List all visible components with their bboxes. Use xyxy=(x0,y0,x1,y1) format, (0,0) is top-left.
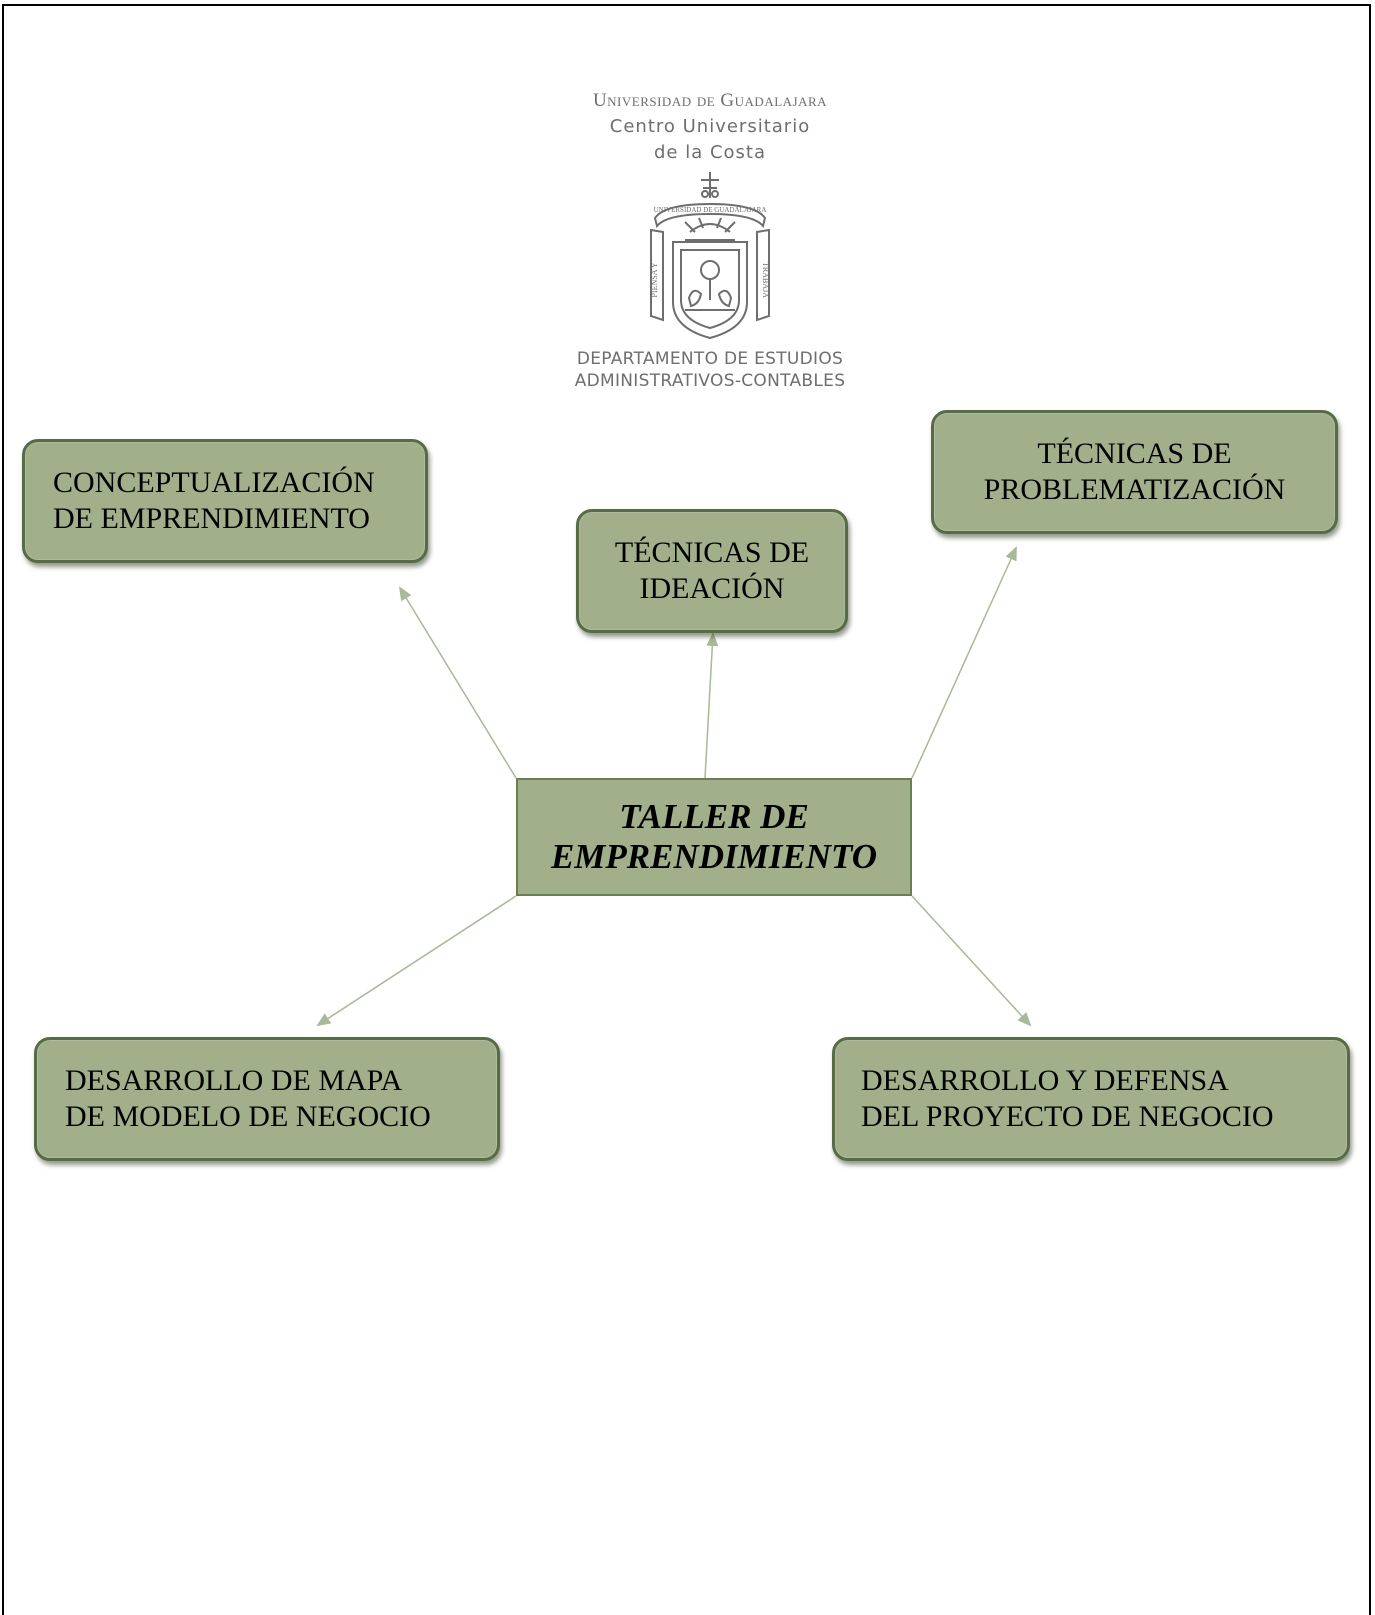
node-problematizacion-label: TÉCNICAS DE PROBLEMATIZACIÓN xyxy=(983,437,1286,506)
arrow-to-mapa-modelo xyxy=(316,895,517,1027)
university-logo: Universidad de Guadalajara Centro Univer… xyxy=(550,88,870,392)
logo-department-line1: DEPARTAMENTO DE ESTUDIOS xyxy=(576,349,844,369)
logo-university-name: Universidad de Guadalajara xyxy=(592,90,828,111)
node-mapa-modelo-label: DESARROLLO DE MAPA DE MODELO DE NEGOCIO xyxy=(65,1064,431,1133)
page-border xyxy=(2,4,1371,1615)
arrow-to-defensa-proyecto xyxy=(911,895,1032,1027)
node-ideacion-label: TÉCNICAS DE IDEACIÓN xyxy=(614,536,810,605)
seal-top-text: UNIVERSIDAD DE GUADALAJARA xyxy=(654,206,767,214)
seal-left-text: PIENSA Y xyxy=(650,262,659,297)
arrow-to-ideacion xyxy=(704,632,719,779)
seal-right-text: TRABAJA xyxy=(761,262,770,298)
central-topic-line2: EMPRENDIMIENTO xyxy=(550,837,878,876)
node-ideacion: TÉCNICAS DE IDEACIÓN xyxy=(576,509,848,633)
arrow-to-problematizacion xyxy=(911,546,1017,779)
logo-center-line2: de la Costa xyxy=(653,142,767,163)
node-defensa-proyecto: DESARROLLO Y DEFENSA DEL PROYECTO DE NEG… xyxy=(832,1037,1350,1161)
logo-center-line1: Centro Universitario xyxy=(609,116,811,137)
node-defensa-proyecto-label: DESARROLLO Y DEFENSA DEL PROYECTO DE NEG… xyxy=(861,1064,1274,1133)
logo-department-line2: ADMINISTRATIVOS-CONTABLES xyxy=(574,371,846,391)
node-problematizacion: TÉCNICAS DE PROBLEMATIZACIÓN xyxy=(931,410,1338,534)
central-topic: TALLER DE EMPRENDIMIENTO xyxy=(516,778,912,896)
node-conceptualizacion-label: CONCEPTUALIZACIÓN DE EMPRENDIMIENTO xyxy=(53,466,375,535)
central-topic-line1: TALLER DE xyxy=(619,797,809,836)
node-conceptualizacion: CONCEPTUALIZACIÓN DE EMPRENDIMIENTO xyxy=(22,439,428,563)
university-seal-icon: UNIVERSIDAD DE GUADALAJARA PIENSA Y TRAB… xyxy=(650,172,770,340)
arrow-to-conceptualizacion xyxy=(398,586,517,779)
node-mapa-modelo: DESARROLLO DE MAPA DE MODELO DE NEGOCIO xyxy=(34,1037,500,1161)
